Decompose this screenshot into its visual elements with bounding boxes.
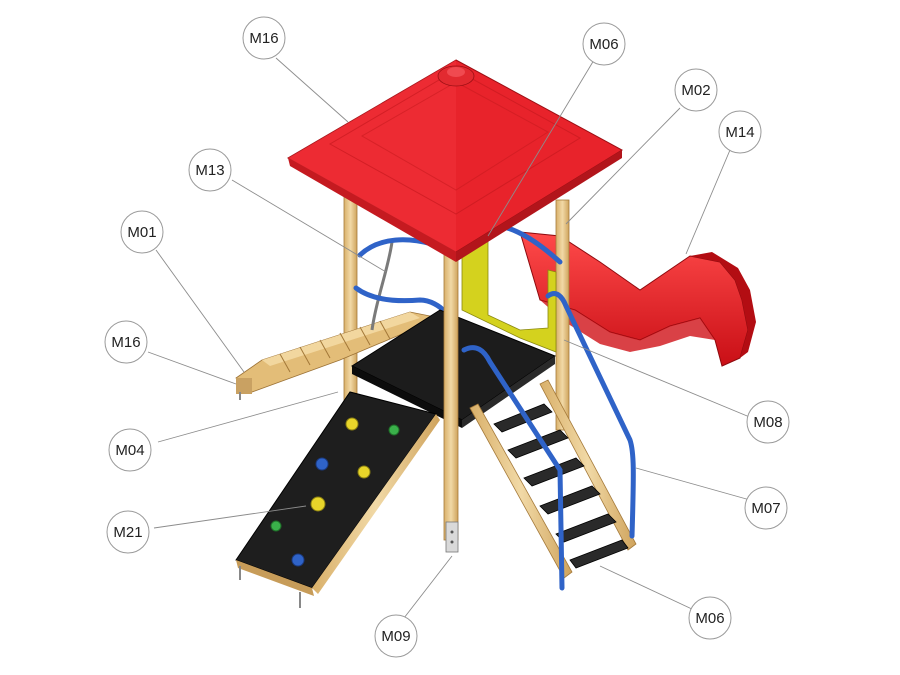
wooden-ramp: [235, 311, 442, 400]
callout-c9: M08: [746, 400, 790, 444]
leader-c6: [155, 249, 245, 373]
hold-3: [315, 457, 329, 471]
hold-4: [357, 465, 371, 479]
climbing-wall: [235, 391, 440, 608]
hold-7: [291, 553, 305, 567]
leader-c3: [565, 107, 681, 225]
callout-c10: M07: [744, 486, 788, 530]
callouts: M16 M06 M02 M14 M13 M01 M16 M04: [104, 16, 790, 658]
leader-c10: [635, 467, 751, 501]
leader-c12: [403, 555, 453, 619]
leader-lines: [147, 57, 753, 619]
callout-c7: M16: [104, 320, 148, 364]
leader-c11: [153, 505, 307, 529]
callout-label: M04: [115, 442, 144, 459]
callout-c6: M01: [120, 210, 164, 254]
callout-label: M06: [589, 36, 618, 53]
callout-c11: M21: [106, 510, 150, 554]
callout-c2: M06: [582, 22, 626, 66]
callout-label: M06: [695, 610, 724, 627]
callout-label: M08: [753, 414, 782, 431]
callout-label: M21: [113, 524, 142, 541]
callout-c12: M09: [374, 614, 418, 658]
callout-label: M09: [381, 628, 410, 645]
leader-c8: [157, 391, 339, 443]
hold-1: [345, 417, 359, 431]
hold-2: [388, 424, 400, 436]
callout-c3: M02: [674, 68, 718, 112]
callout-c8: M04: [108, 428, 152, 472]
leader-c5: [231, 179, 387, 273]
leader-c7: [147, 351, 237, 385]
callout-c1: M16: [242, 16, 286, 60]
callout-c13: M06: [688, 596, 732, 640]
climbing-holds: [270, 417, 400, 567]
leader-c2: [487, 59, 595, 237]
post-back-right: [555, 199, 570, 431]
callout-label: M01: [127, 224, 156, 241]
hold-6: [270, 520, 282, 532]
rail-back-left: [353, 237, 448, 315]
post-front-left: [443, 239, 459, 553]
callout-label: M14: [725, 124, 754, 141]
callout-c5: M13: [188, 148, 232, 192]
callout-label: M16: [111, 334, 140, 351]
hold-5: [310, 496, 326, 512]
slide: [519, 231, 756, 367]
callout-label: M13: [195, 162, 224, 179]
callout-c4: M14: [718, 110, 762, 154]
callout-label: M02: [681, 82, 710, 99]
leader-c9: [563, 339, 753, 419]
climbing-pole: [370, 241, 394, 331]
stairs: [469, 379, 637, 579]
side-panel: [461, 235, 557, 353]
callout-label: M16: [249, 30, 278, 47]
leader-c13: [599, 565, 695, 611]
callout-label: M07: [751, 500, 780, 517]
leader-c1: [275, 57, 349, 123]
roof: [286, 59, 623, 262]
leader-c4: [685, 149, 731, 255]
